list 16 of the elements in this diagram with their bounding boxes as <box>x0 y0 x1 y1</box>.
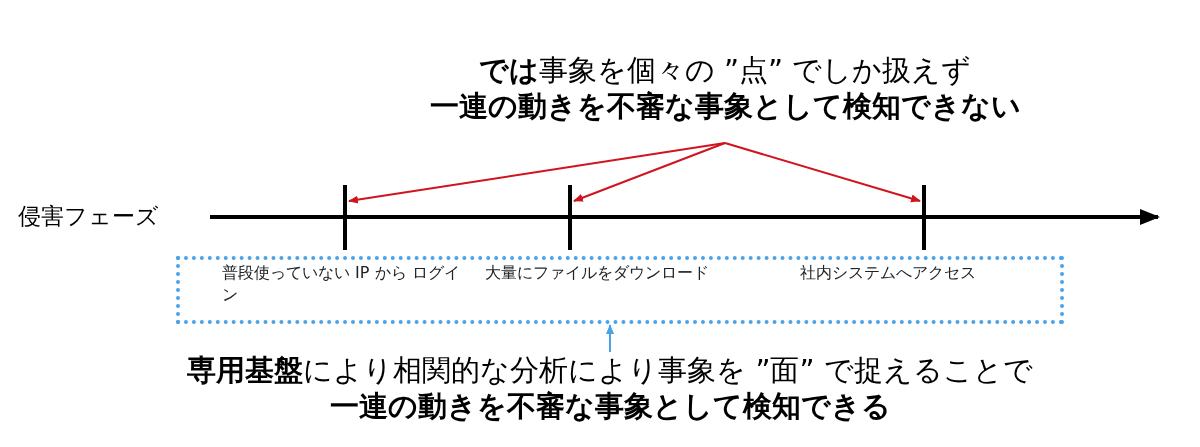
arrow <box>724 142 921 203</box>
dotted-frame <box>176 256 1064 324</box>
statement-text: 専用基盤により相関的な分析により事象を ”面” で捉えることで <box>186 352 1034 388</box>
tick-mark <box>343 185 347 250</box>
axis-label: 侵害フェーズ <box>18 202 159 231</box>
event-text: 普段使っていない IP から ログイン <box>222 262 472 312</box>
statement-text: 一連の動きを不審な事象として検知できる <box>328 388 892 424</box>
arrow <box>348 142 726 204</box>
tick-mark <box>922 185 926 250</box>
event-text: 大量にファイルをダウンロード <box>485 262 745 312</box>
statement-text: では事象を個々の ”点” でしか扱えず <box>477 52 973 88</box>
tick-mark <box>568 185 572 250</box>
arrow <box>606 324 614 353</box>
arrow <box>573 142 726 202</box>
event-text: 社内システムへアクセス <box>800 262 1060 312</box>
statement-text: 一連の動きを不審な事象として検知できない <box>428 88 1022 124</box>
